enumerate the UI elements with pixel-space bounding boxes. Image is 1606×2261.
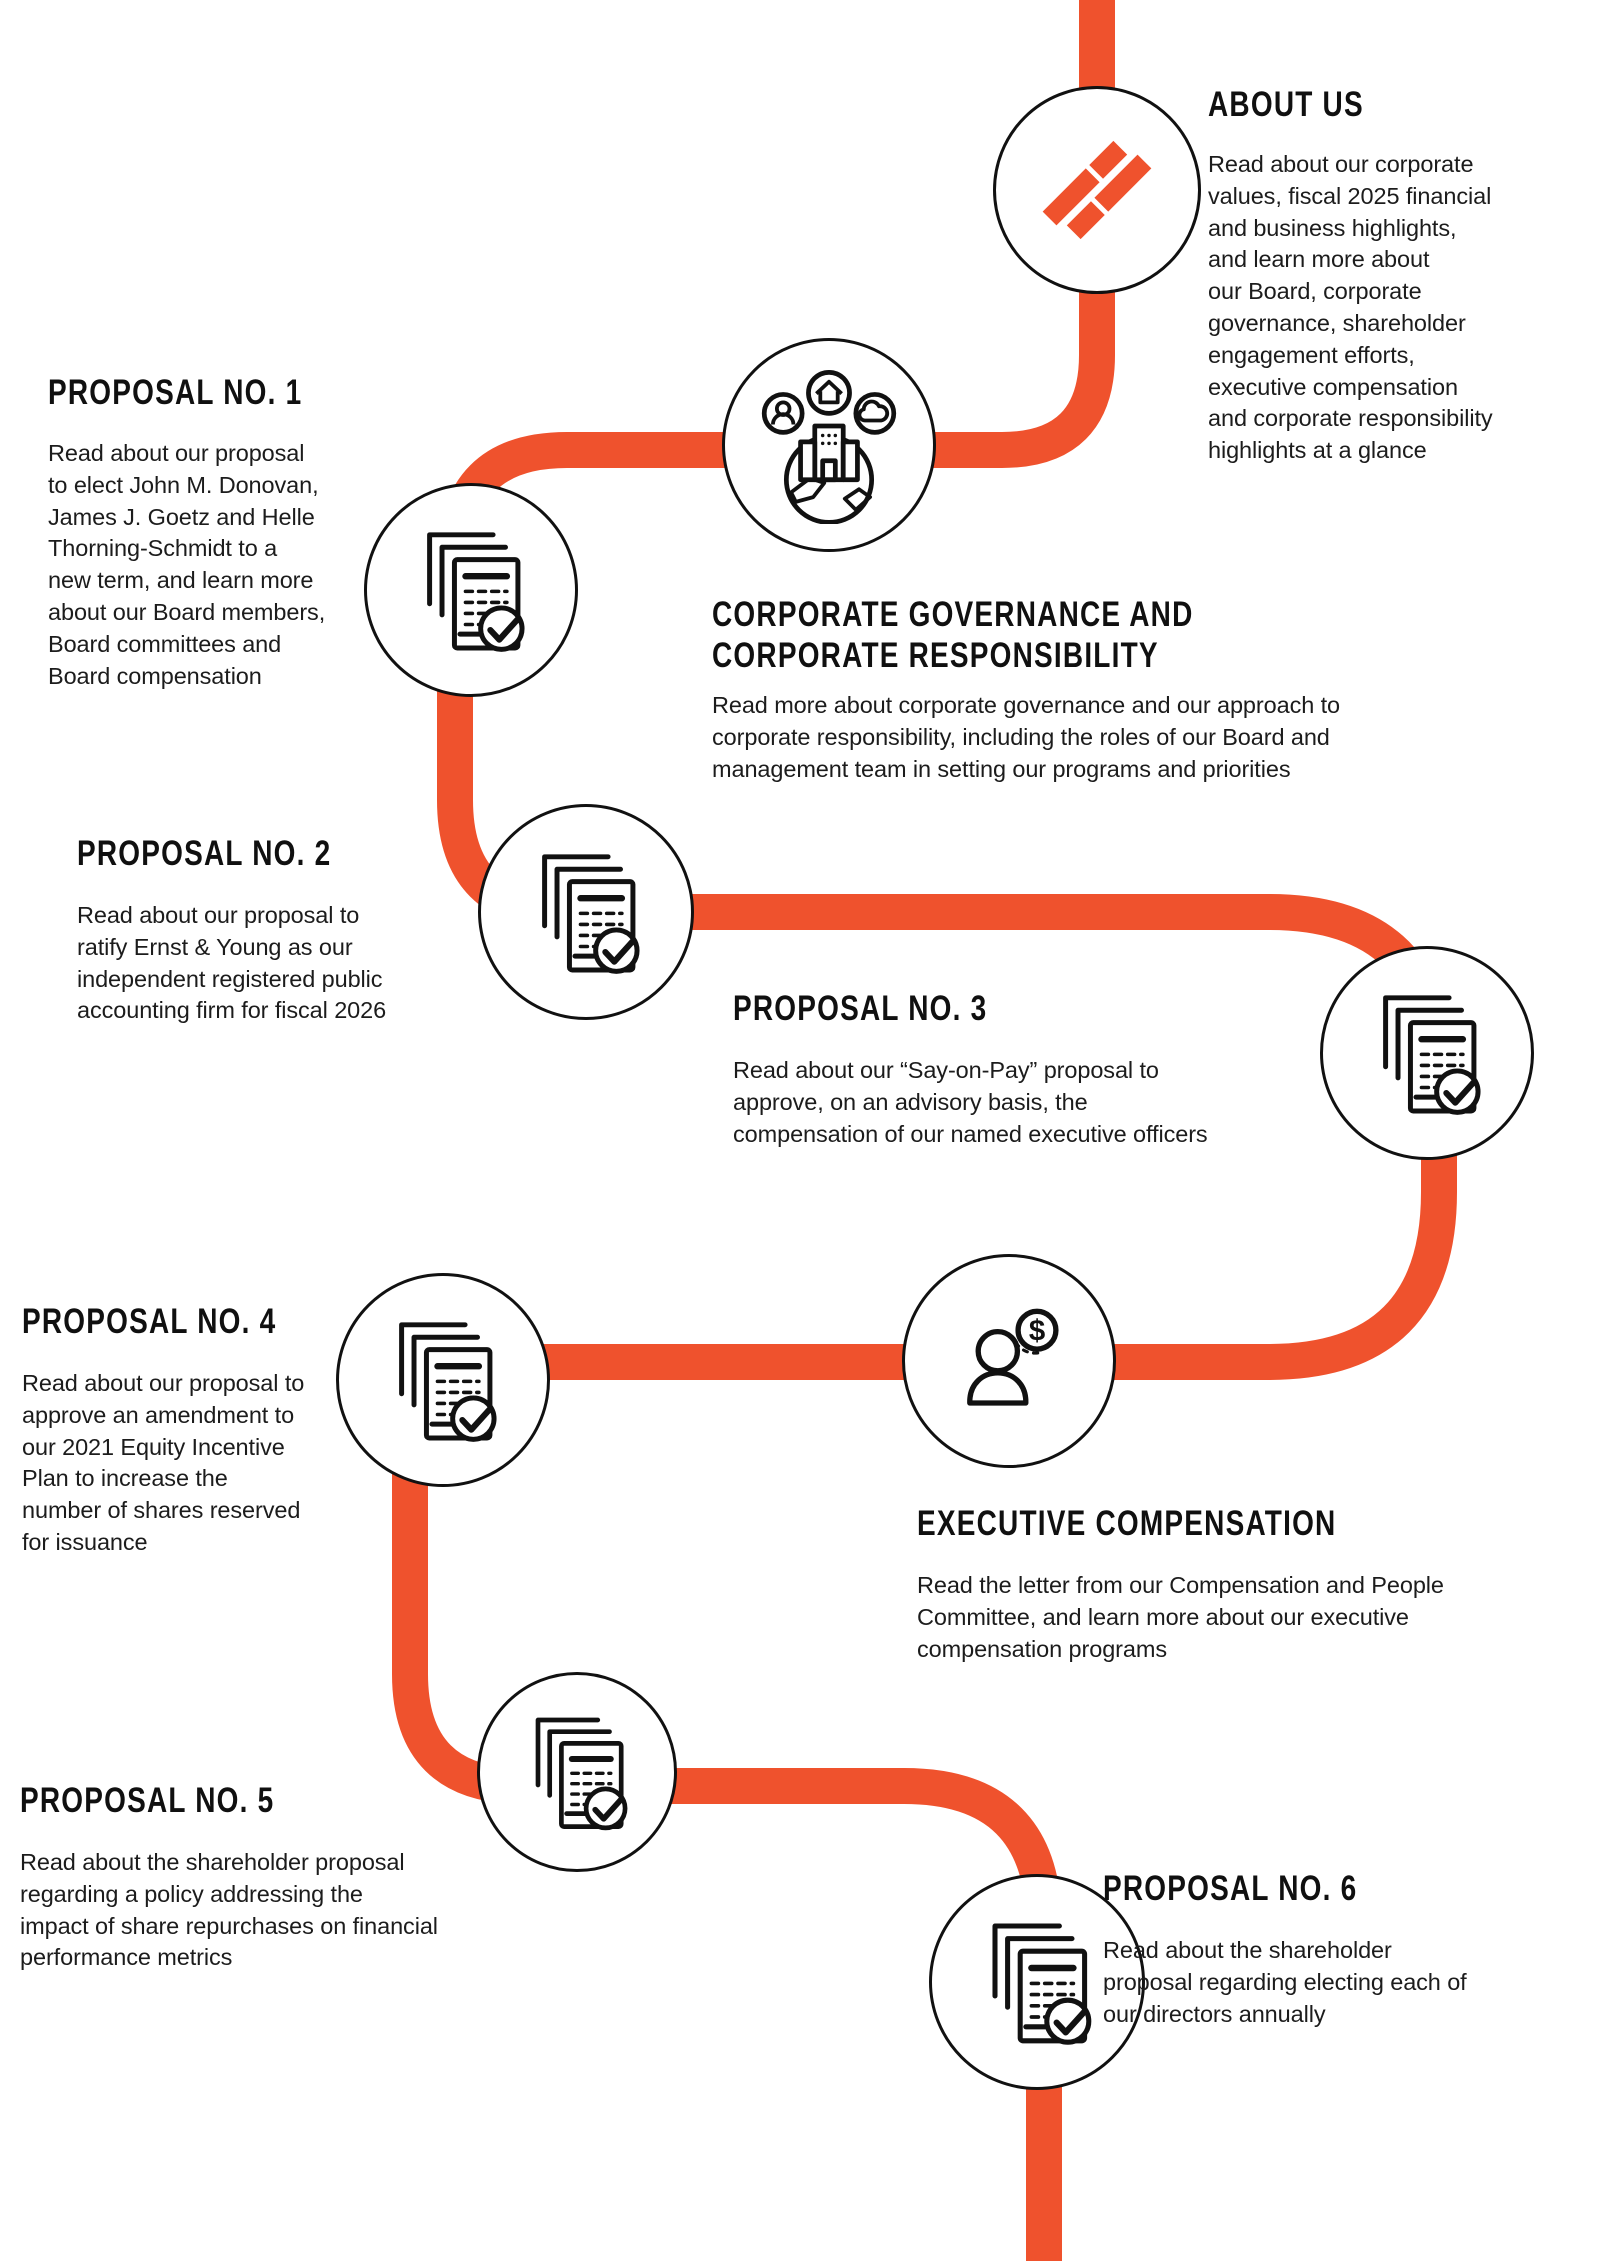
corporate-governance-title: CORPORATE GOVERNANCE AND CORPORATE RESPO… <box>712 595 1194 676</box>
document-check-icon <box>512 1707 642 1837</box>
document-check-icon <box>517 843 655 981</box>
executive-compensation-title: EXECUTIVE COMPENSATION <box>917 1504 1337 1543</box>
proposal-4-body: Read about our proposal to approve an am… <box>22 1370 305 1555</box>
globe-community-icon <box>750 366 908 524</box>
proposal-5-title: PROPOSAL NO. 5 <box>20 1781 275 1820</box>
node-proposal-6 <box>929 1874 1145 2090</box>
about-us-body: Read about our corporate values, fiscal … <box>1208 151 1493 464</box>
proposal-2-title: PROPOSAL NO. 2 <box>77 834 332 873</box>
node-proposal-3 <box>1320 946 1534 1160</box>
panw-logo-icon <box>1036 129 1158 251</box>
proposal-5-body: Read about the shareholder proposal rega… <box>20 1849 438 1971</box>
proposal-6-body: Read about the shareholder proposal rega… <box>1103 1937 1467 2027</box>
document-check-icon <box>967 1912 1107 2052</box>
proposal-2-body: Read about our proposal to ratify Ernst … <box>77 902 387 1024</box>
proposal-3-title: PROPOSAL NO. 3 <box>733 989 988 1028</box>
node-about-us <box>993 86 1201 294</box>
proposal-3-body: Read about our “Say-on-Pay” proposal to … <box>733 1057 1208 1147</box>
executive-compensation-body: Read the letter from our Compensation an… <box>917 1572 1444 1662</box>
proposal-1-title: PROPOSAL NO. 1 <box>48 373 303 412</box>
document-check-icon <box>374 1311 512 1449</box>
person-dollar-icon <box>939 1291 1079 1431</box>
document-check-icon <box>402 521 540 659</box>
node-proposal-4 <box>336 1273 550 1487</box>
node-corporate-governance <box>722 338 936 552</box>
about-us-title: ABOUT US <box>1208 85 1364 124</box>
node-proposal-2 <box>478 804 694 1020</box>
proposal-1-body: Read about our proposal to elect John M.… <box>48 440 326 689</box>
proposal-4-title: PROPOSAL NO. 4 <box>22 1302 277 1341</box>
node-proposal-5 <box>477 1672 677 1872</box>
node-executive-compensation <box>902 1254 1116 1468</box>
proposal-6-title: PROPOSAL NO. 6 <box>1103 1869 1358 1908</box>
corporate-governance-body: Read more about corporate governance and… <box>712 692 1341 782</box>
document-check-icon <box>1358 984 1496 1122</box>
route-line <box>392 0 1457 2261</box>
node-proposal-1 <box>364 483 578 697</box>
